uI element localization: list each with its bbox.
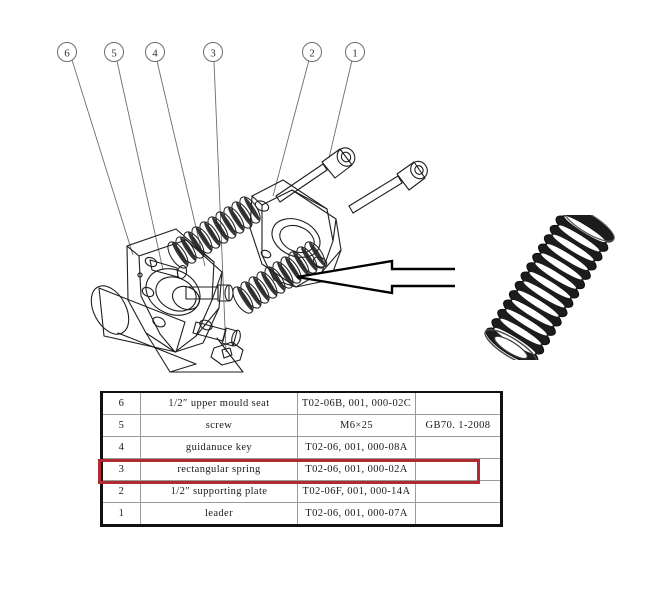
cell-item: 6 <box>101 391 141 415</box>
table-row[interactable]: 5 screw M6×25 GB70. 1-2008 <box>101 414 502 437</box>
balloon-4[interactable]: 4 <box>145 42 165 62</box>
cell-name: rectangular spring <box>140 458 298 481</box>
spring-shading <box>172 197 325 311</box>
cell-item: 5 <box>101 414 141 437</box>
balloon-5[interactable]: 5 <box>104 42 124 62</box>
balloon-2[interactable]: 2 <box>302 42 322 62</box>
cell-name: 1/2″ supporting plate <box>140 480 298 503</box>
guidance-pin-lower <box>192 321 241 347</box>
leader-line-1 <box>328 59 353 159</box>
table-row-highlighted[interactable]: 3 rectangular spring T02-06, 001, 000-02… <box>101 458 502 481</box>
table-row[interactable]: 4 guidanuce key T02-06, 001, 000-08A <box>101 436 502 459</box>
balloon-label-4: 4 <box>152 48 158 60</box>
cell-standard <box>415 502 502 526</box>
cell-standard <box>415 458 502 481</box>
balloon-label-5: 5 <box>111 48 117 60</box>
guidance-key <box>210 341 244 366</box>
leader-line-4 <box>156 60 206 267</box>
screw-right <box>348 160 428 214</box>
balloon-6[interactable]: 6 <box>57 42 77 62</box>
rectangular-spring-photo <box>455 215 635 360</box>
leader-line-3 <box>213 60 227 353</box>
cell-code: T02-06, 001, 000-02A <box>297 458 416 481</box>
balloon-label-1: 1 <box>352 48 358 60</box>
cell-standard: GB70. 1-2008 <box>415 414 502 437</box>
cell-name: guidanuce key <box>140 436 298 459</box>
cell-code: T02-06B, 001, 000-02C <box>297 391 416 415</box>
cell-name: leader <box>140 502 298 526</box>
cell-code: T02-06F, 001, 000-14A <box>297 480 416 503</box>
cell-standard <box>415 480 502 503</box>
cell-standard <box>415 436 502 459</box>
balloon-3[interactable]: 3 <box>203 42 223 62</box>
table-row[interactable]: 2 1/2″ supporting plate T02-06F, 001, 00… <box>101 480 502 503</box>
cell-code: M6×25 <box>297 414 416 437</box>
balloon-label-2: 2 <box>309 48 315 60</box>
leader-line-5 <box>116 60 164 271</box>
balloon-1[interactable]: 1 <box>345 42 365 62</box>
balloon-label-6: 6 <box>64 48 70 60</box>
cell-code: T02-06, 001, 000-07A <box>297 502 416 526</box>
leader-line-2 <box>272 59 310 197</box>
cell-name: 1/2″ upper mould seat <box>140 391 298 415</box>
upper-mould-seat <box>126 228 244 373</box>
cell-item: 3 <box>101 458 141 481</box>
cell-item: 4 <box>101 436 141 459</box>
screw-top <box>275 147 356 203</box>
cell-code: T02-06, 001, 000-08A <box>297 436 416 459</box>
balloon-label-3: 3 <box>210 48 216 60</box>
cell-standard <box>415 391 502 415</box>
table-row[interactable]: 6 1/2″ upper mould seat T02-06B, 001, 00… <box>101 391 502 415</box>
table-row[interactable]: 1 leader T02-06, 001, 000-07A <box>101 502 502 526</box>
cell-item: 2 <box>101 480 141 503</box>
cell-name: screw <box>140 414 298 437</box>
leader-lines <box>71 59 353 353</box>
guidance-pin-upper <box>149 259 188 279</box>
cell-item: 1 <box>101 502 141 526</box>
leader-line-6 <box>71 59 134 256</box>
balloon-group: 6 5 4 3 2 1 <box>57 42 365 62</box>
parts-list-table: 6 1/2″ upper mould seat T02-06B, 001, 00… <box>100 391 503 527</box>
